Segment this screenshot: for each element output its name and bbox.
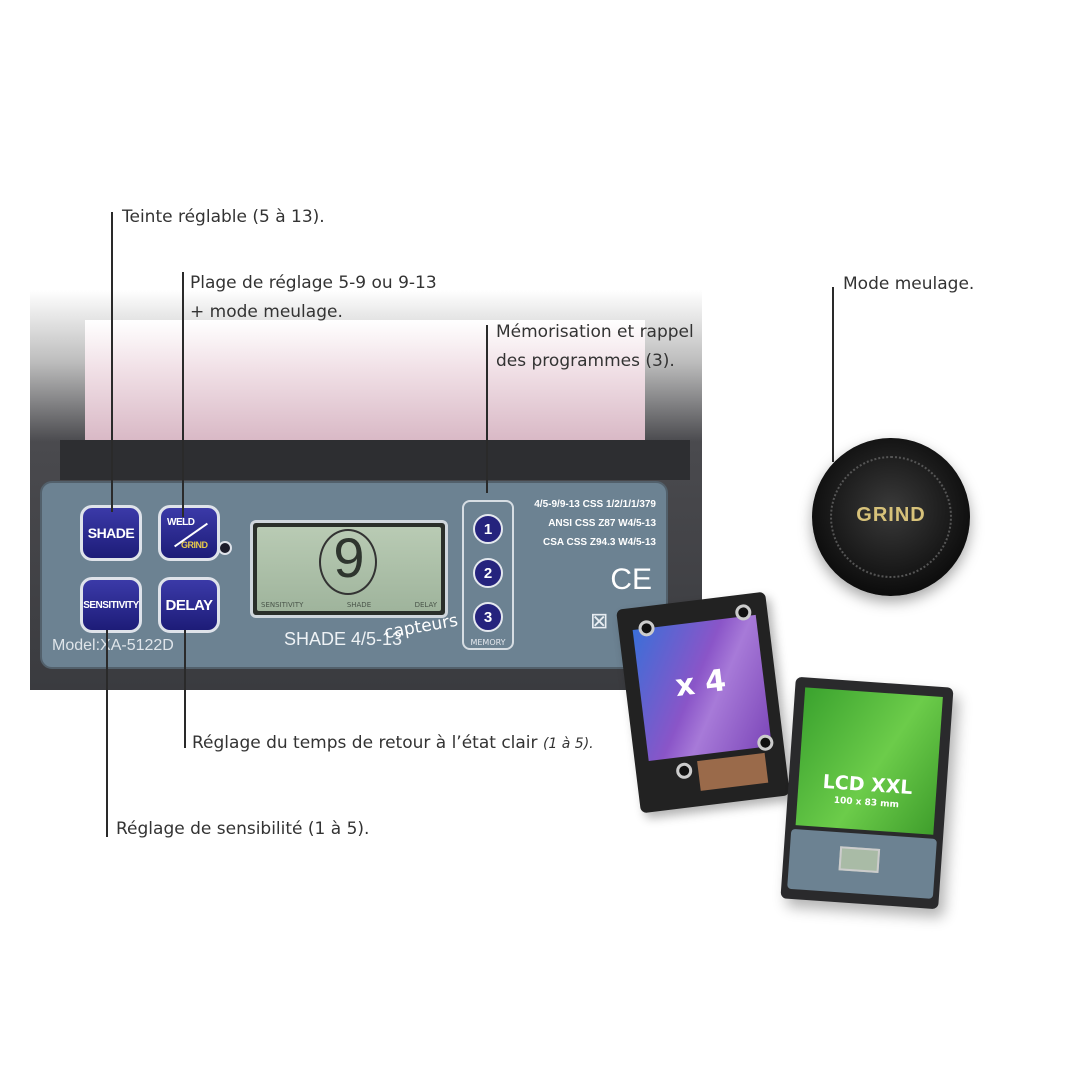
spec-line-1: 4/5-9/9-13 CSS 1/2/1/1/379 xyxy=(534,499,656,510)
leader-weld xyxy=(182,272,184,517)
ce-mark: CE xyxy=(610,563,652,596)
weld-grind-button[interactable]: WELD GRIND xyxy=(158,505,220,561)
annotation-range-2: + mode meulage. xyxy=(190,302,343,322)
mini-lcd xyxy=(838,846,881,873)
spec-line-2: ANSI CSS Z87 W4/5-13 xyxy=(548,518,656,529)
model-label: Model:XA-5122D xyxy=(52,637,174,654)
memory-button-3[interactable]: 3 xyxy=(473,602,503,632)
memory-button-2[interactable]: 2 xyxy=(473,558,503,588)
spec-line-3: CSA CSS Z94.3 W4/5-13 xyxy=(542,537,656,548)
lcd-filter xyxy=(795,687,943,835)
leader-grind xyxy=(832,287,834,462)
memory-label: MEMORY xyxy=(470,638,506,647)
lcd-label-delay: DELAY xyxy=(414,601,437,609)
leader-sensitivity xyxy=(106,630,108,837)
sensor-icon xyxy=(675,761,694,780)
memory-button-1[interactable]: 1 xyxy=(473,514,503,544)
sensor-icon xyxy=(756,733,775,752)
helmet-frame xyxy=(60,440,690,480)
delay-button[interactable]: DELAY xyxy=(158,577,220,633)
mini-control-panel xyxy=(787,828,937,899)
lcd-label-sensitivity: SENSITIVITY xyxy=(261,601,304,609)
lcd-label-shade: SHADE xyxy=(346,601,372,609)
annotation-shade: Teinte réglable (5 à 13). xyxy=(122,207,325,227)
helmet-window xyxy=(85,320,645,440)
grind-label: GRIND xyxy=(181,539,208,550)
solar-cell xyxy=(697,752,769,791)
lcd-display: 9 SENSITIVITY SHADE DELAY xyxy=(250,520,448,618)
grind-knob: GRIND xyxy=(812,438,970,596)
shade-button[interactable]: SHADE xyxy=(80,505,142,561)
annotation-memory-2: des programmes (3). xyxy=(496,351,675,371)
shade-range-label: SHADE 4/5-13 xyxy=(284,629,403,649)
sensitivity-button[interactable]: SENSITIVITY xyxy=(80,577,142,633)
knob-label: GRIND xyxy=(856,504,926,526)
recycle-bin-icon: ⊠ xyxy=(590,609,609,634)
annotation-delay: Réglage du temps de retour à l’état clai… xyxy=(192,729,594,759)
sensor-cartridge: x 4 xyxy=(616,591,790,814)
leader-delay xyxy=(184,630,186,748)
annotation-memory-1: Mémorisation et rappel xyxy=(496,322,694,342)
lcd-ring xyxy=(319,529,377,595)
annotation-grind-mode: Mode meulage. xyxy=(843,274,975,294)
annotation-delay-range: (1 à 5). xyxy=(542,736,594,752)
annotation-delay-text: Réglage du temps de retour à l’état clai… xyxy=(192,733,538,753)
annotation-sensitivity: Réglage de sensibilité (1 à 5). xyxy=(116,819,370,839)
weld-label: WELD xyxy=(167,516,195,528)
leader-memory xyxy=(486,325,488,493)
lcd-digit: 9 xyxy=(333,526,365,589)
leader-shade xyxy=(111,212,113,512)
memory-group: 1 2 3 MEMORY xyxy=(462,500,514,650)
annotation-range-1: Plage de réglage 5-9 ou 9-13 xyxy=(190,273,437,293)
lcd-cartridge: LCD XXL 100 x 83 mm xyxy=(780,676,954,910)
grind-led xyxy=(218,541,232,555)
control-panel: SHADE WELD GRIND SENSITIVITY DELAY 9 SEN… xyxy=(40,481,668,669)
